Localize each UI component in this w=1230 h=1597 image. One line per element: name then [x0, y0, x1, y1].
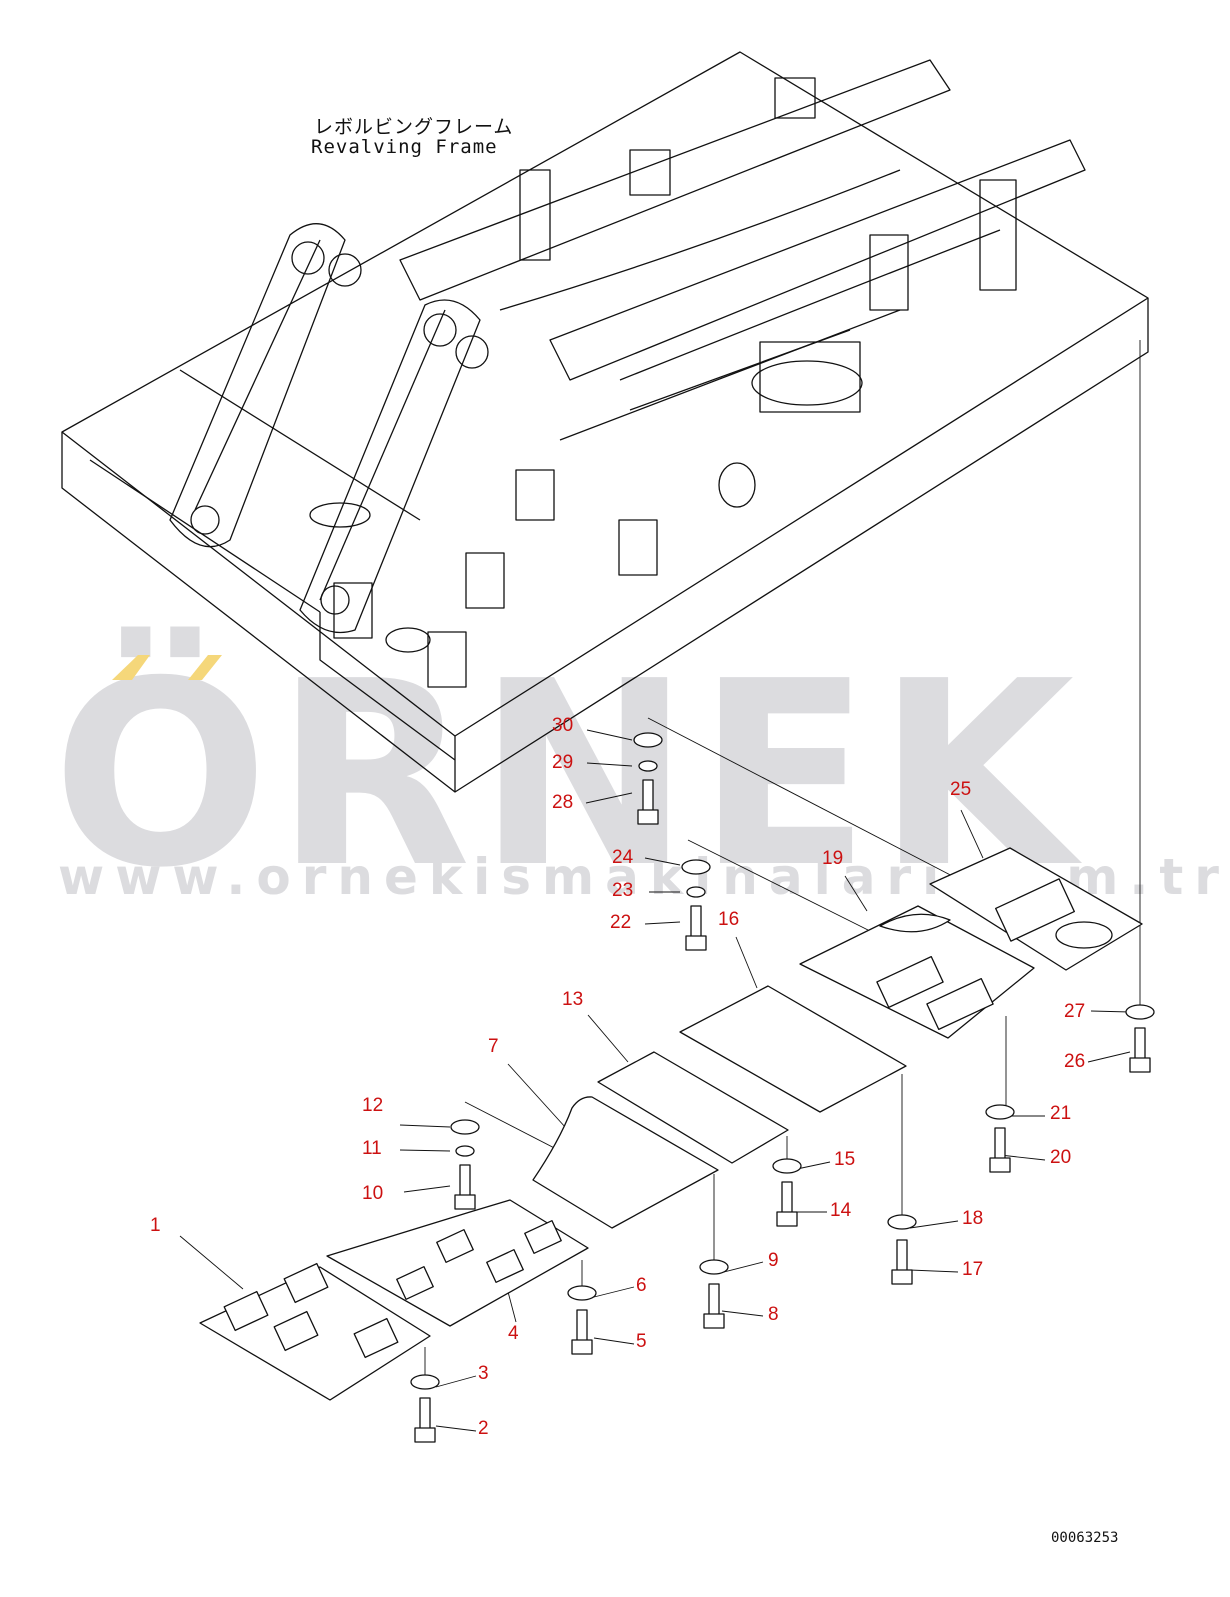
- drawing-number: 00063253: [1051, 1530, 1119, 1546]
- callout-13[interactable]: 13: [562, 989, 584, 1010]
- callout-22[interactable]: 22: [610, 912, 632, 933]
- watermark-brand: ÖRNEK: [52, 627, 1081, 924]
- callout-20[interactable]: 20: [1050, 1147, 1072, 1168]
- callout-16[interactable]: 16: [718, 909, 740, 930]
- washer-6: [567, 1285, 597, 1301]
- washer-9: [699, 1259, 729, 1275]
- callout-27[interactable]: 27: [1064, 1001, 1086, 1022]
- washer-18: [887, 1214, 917, 1230]
- washer-30: [633, 732, 663, 748]
- washer-29: [638, 760, 658, 772]
- bolt-20: [989, 1127, 1011, 1173]
- callout-18[interactable]: 18: [962, 1208, 984, 1229]
- washer-23: [686, 886, 706, 898]
- callout-24[interactable]: 24: [612, 847, 634, 868]
- callout-14[interactable]: 14: [830, 1200, 852, 1221]
- bolt-26: [1129, 1027, 1151, 1073]
- assembly-title-english: Revalving Frame: [311, 136, 498, 158]
- washer-15: [772, 1158, 802, 1174]
- callout-25[interactable]: 25: [950, 779, 972, 800]
- bolt-22: [685, 905, 707, 951]
- callout-15[interactable]: 15: [834, 1149, 856, 1170]
- callout-30[interactable]: 30: [552, 715, 574, 736]
- cover-plate-16: [679, 985, 907, 1113]
- callout-21[interactable]: 21: [1050, 1103, 1072, 1124]
- callout-17[interactable]: 17: [962, 1259, 984, 1280]
- bolt-28: [637, 779, 659, 825]
- callout-8[interactable]: 8: [768, 1304, 779, 1325]
- callout-2[interactable]: 2: [478, 1418, 489, 1439]
- callout-4[interactable]: 4: [508, 1323, 519, 1344]
- bolt-2: [414, 1397, 436, 1443]
- callout-19[interactable]: 19: [822, 848, 844, 869]
- washer-3: [410, 1374, 440, 1390]
- cover-plates: [199, 847, 1143, 1401]
- bolt-17: [891, 1239, 913, 1285]
- assembly-title-japanese: レボルビングフレーム: [314, 116, 514, 138]
- callout-7[interactable]: 7: [488, 1036, 499, 1057]
- callout-11[interactable]: 11: [362, 1138, 382, 1159]
- callout-12[interactable]: 12: [362, 1095, 384, 1116]
- washer-11: [455, 1145, 475, 1157]
- callout-28[interactable]: 28: [552, 792, 574, 813]
- washer-24: [681, 859, 711, 875]
- washer-12: [450, 1119, 480, 1135]
- callout-6[interactable]: 6: [636, 1275, 647, 1296]
- callout-3[interactable]: 3: [478, 1363, 489, 1384]
- bolt-10: [454, 1164, 476, 1210]
- cover-plate-7: [532, 1096, 719, 1229]
- washer-21: [985, 1104, 1015, 1120]
- leader-lines: [179, 340, 1141, 1432]
- callout-5[interactable]: 5: [636, 1331, 647, 1352]
- revolving-frame-drawing: [61, 51, 1149, 793]
- watermark-accent: [112, 655, 222, 680]
- bolt-8: [703, 1283, 725, 1329]
- callout-29[interactable]: 29: [552, 752, 574, 773]
- callout-23[interactable]: 23: [612, 880, 634, 901]
- callout-9[interactable]: 9: [768, 1250, 779, 1271]
- bolt-14: [776, 1181, 798, 1227]
- callout-26[interactable]: 26: [1064, 1051, 1086, 1072]
- callout-10[interactable]: 10: [362, 1183, 384, 1204]
- callout-1[interactable]: 1: [150, 1215, 161, 1236]
- bolt-5: [571, 1309, 593, 1355]
- fasteners: [410, 732, 1155, 1443]
- cover-plate-13: [597, 1051, 789, 1164]
- washer-27: [1125, 1004, 1155, 1020]
